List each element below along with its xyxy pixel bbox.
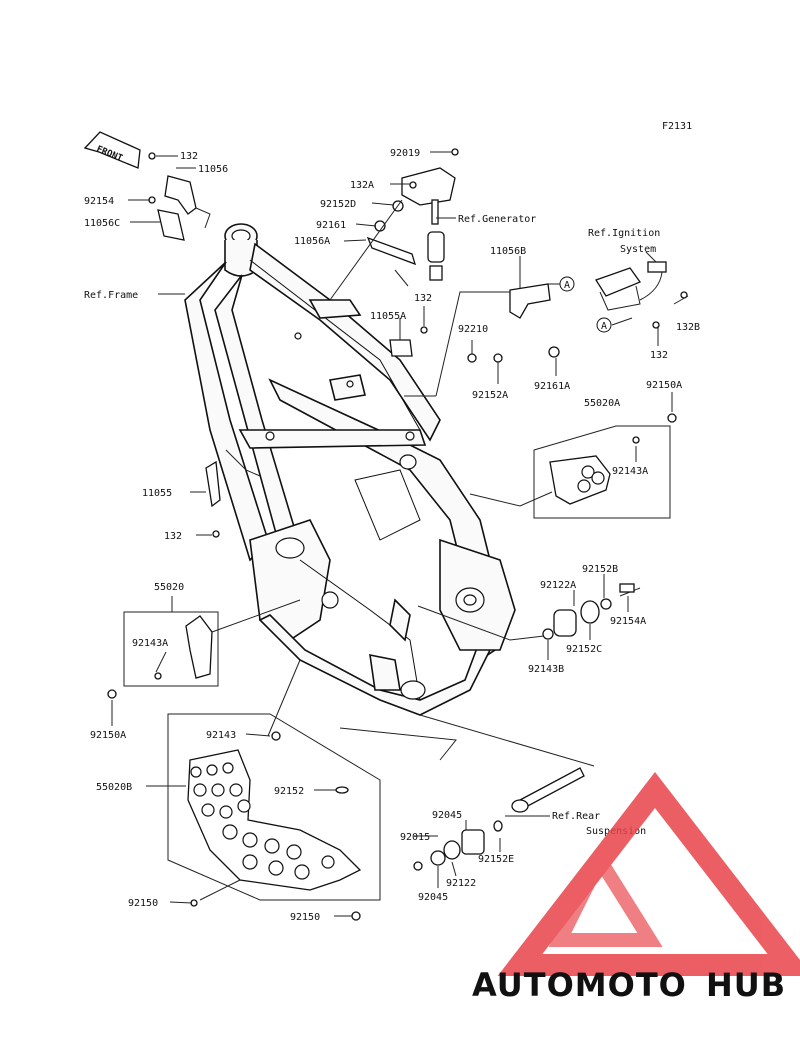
leader-lines	[111, 151, 689, 917]
label-92122: 92122	[446, 878, 476, 889]
label-92154: 92154	[84, 196, 114, 207]
label-132B: 132B	[676, 322, 700, 333]
label-92152D: 92152D	[320, 199, 356, 210]
guard-55020	[107, 615, 213, 699]
label-92154A: 92154A	[610, 616, 646, 627]
label-92045-bottom: 92045	[418, 892, 448, 903]
label-132: 132	[180, 151, 198, 162]
label-92045-top: 92045	[432, 810, 462, 821]
label-ref-ignition: Ref.Ignition	[588, 228, 660, 239]
svg-text:A: A	[564, 280, 570, 291]
label-92150-left: 92150	[128, 898, 158, 909]
part-labels: 132 11056 92154 11056C Ref.Frame 92019 1…	[84, 148, 700, 923]
bracket-11055	[205, 460, 221, 538]
ignition-parts	[467, 261, 688, 363]
label-92161: 92161	[316, 220, 346, 231]
label-11055: 11055	[142, 488, 172, 499]
label-92161A: 92161A	[534, 381, 570, 392]
main-frame	[184, 223, 516, 716]
label-132-left: 132	[164, 531, 182, 542]
label-132-mid: 132	[414, 293, 432, 304]
label-ref-ignition-system: System	[620, 244, 656, 255]
label-132A: 132A	[350, 180, 374, 191]
label-92143A-right: 92143A	[612, 466, 648, 477]
label-92143: 92143	[206, 730, 236, 741]
label-92150A-right: 92150A	[646, 380, 682, 391]
label-11056: 11056	[198, 164, 228, 175]
label-92152: 92152	[274, 786, 304, 797]
regulator-unit	[366, 148, 459, 357]
rear-linkage-parts	[413, 767, 585, 871]
watermark-brand-a: AUTOMOTO	[472, 966, 687, 1004]
svg-text:A: A	[601, 321, 607, 332]
pivot-spacers	[542, 583, 641, 640]
label-55020B: 55020B	[96, 782, 132, 793]
label-ref-rear: Ref.Rear	[552, 811, 600, 822]
ref-marker-a-2: A	[596, 317, 612, 333]
label-92210: 92210	[458, 324, 488, 335]
label-92143B: 92143B	[528, 664, 564, 675]
watermark-brand-b: HUB	[706, 966, 786, 1004]
guard-55020A	[549, 413, 677, 505]
label-92015: 92015	[400, 832, 430, 843]
label-92150-bottom: 92150	[290, 912, 320, 923]
group-boxes	[123, 425, 671, 901]
label-11055A: 11055A	[370, 311, 406, 322]
label-ref-generator: Ref.Generator	[458, 214, 536, 225]
watermark-logo	[497, 771, 800, 976]
label-11056B: 11056B	[490, 246, 526, 257]
label-55020: 55020	[154, 582, 184, 593]
label-92143A-left: 92143A	[132, 638, 168, 649]
label-92152C: 92152C	[566, 644, 602, 655]
label-92122A: 92122A	[540, 580, 576, 591]
ref-marker-a-1: A	[559, 276, 575, 292]
label-ref-frame: Ref.Frame	[84, 290, 138, 301]
label-11056A: 11056A	[294, 236, 330, 247]
label-92152E: 92152E	[478, 854, 514, 865]
label-132-right: 132	[650, 350, 668, 361]
label-92152B: 92152B	[582, 564, 618, 575]
figure-code: F2131	[662, 121, 692, 132]
label-92150A-left: 92150A	[90, 730, 126, 741]
bracket-11056	[148, 152, 211, 241]
skid-plate-55020B	[187, 731, 362, 921]
label-11056C: 11056C	[84, 218, 120, 229]
front-arrow-icon: FRONT	[83, 131, 141, 169]
label-92019: 92019	[390, 148, 420, 159]
label-55020A: 55020A	[584, 398, 620, 409]
label-92152A: 92152A	[472, 390, 508, 401]
